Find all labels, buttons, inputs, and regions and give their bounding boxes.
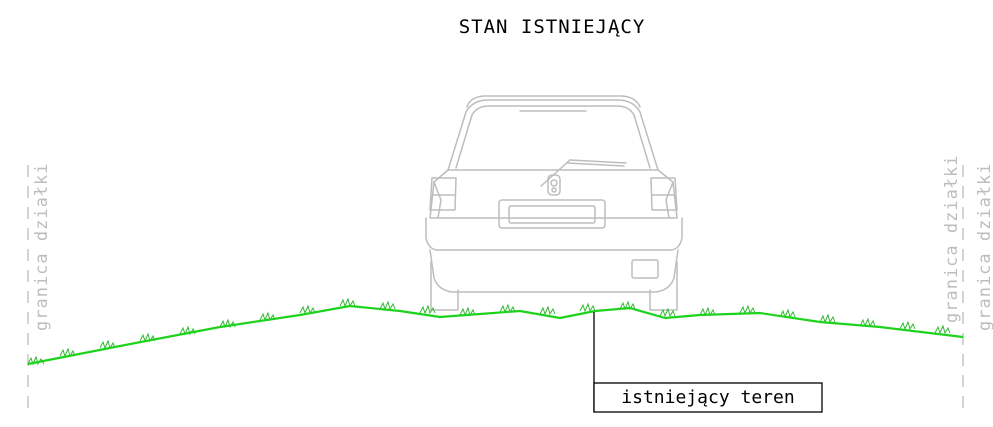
car-rear-view-icon: [425, 95, 683, 311]
boundary-label-right-inner: granica działki: [942, 154, 962, 323]
terrain-grass-texture: [27, 297, 951, 366]
boundary-label-left: granica działki: [32, 162, 52, 331]
terrain-line: [27, 304, 964, 366]
terrain-label-box: [593, 382, 823, 413]
terrain-label: istniejący teren: [621, 387, 794, 408]
drawing-title: STAN ISTNIEJĄCY: [459, 16, 646, 38]
boundary-label-right-outer: granica działki: [975, 162, 993, 331]
